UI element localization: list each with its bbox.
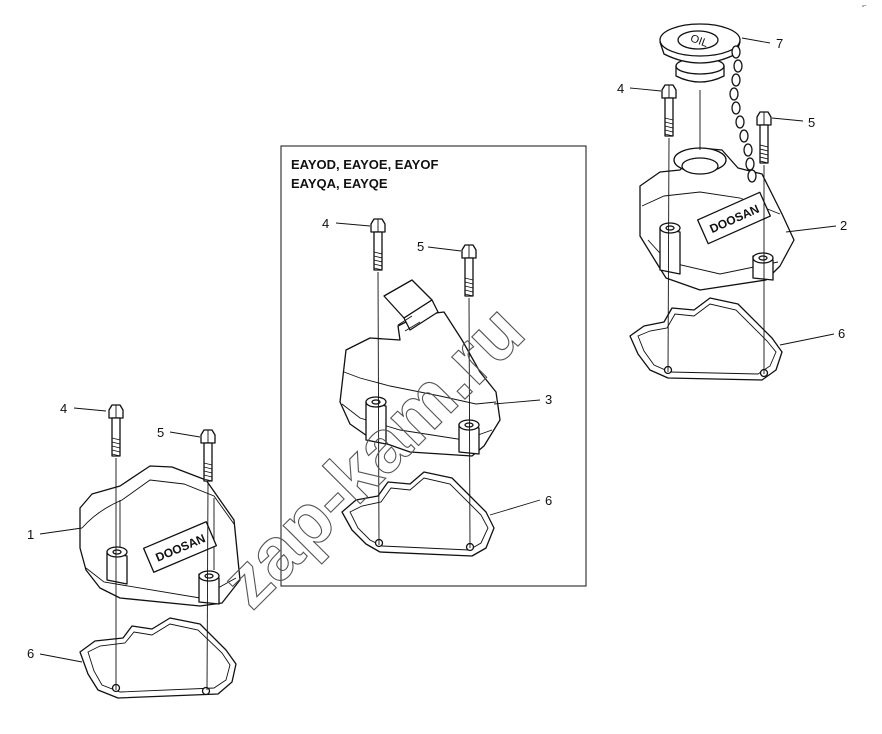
oil-cap-chain xyxy=(729,45,757,183)
corner-mark: ᵃ⁼ xyxy=(862,4,867,10)
leader-lines xyxy=(39,37,837,663)
callout-center-3: 3 xyxy=(545,392,552,407)
right-assembly: DOOSAN OIL xyxy=(629,23,795,381)
right-gasket xyxy=(629,297,783,381)
callout-right-7: 7 xyxy=(776,36,783,51)
inset-title-line-1: EAYOD, EAYOE, EAYOF xyxy=(291,157,438,172)
callouts: 4 5 1 6 4 5 3 6 4 5 7 2 6 xyxy=(27,36,847,661)
callout-center-5: 5 xyxy=(417,239,424,254)
inset-frame xyxy=(280,145,587,587)
callout-center-6: 6 xyxy=(545,493,552,508)
callout-left-1: 1 xyxy=(27,527,34,542)
oil-cap: OIL xyxy=(659,23,741,83)
callout-right-6: 6 xyxy=(838,326,845,341)
right-bolt-4 xyxy=(661,84,677,137)
left-bolt-4 xyxy=(108,404,124,457)
center-assembly xyxy=(339,218,501,557)
inset-title-line-2: EAYQA, EAYQE xyxy=(291,176,388,191)
center-gasket xyxy=(341,471,495,557)
left-gasket xyxy=(79,617,237,699)
callout-center-4: 4 xyxy=(322,216,329,231)
callout-right-5: 5 xyxy=(808,115,815,130)
left-bolt-5 xyxy=(200,429,216,482)
oil-cap-label: OIL xyxy=(689,33,710,50)
callout-right-2: 2 xyxy=(840,218,847,233)
callout-left-4: 4 xyxy=(60,401,67,416)
left-assembly: DOOSAN xyxy=(79,404,241,699)
callout-left-5: 5 xyxy=(157,425,164,440)
callout-left-6: 6 xyxy=(27,646,34,661)
center-bolt-5 xyxy=(461,244,477,297)
center-bolt-4 xyxy=(370,218,386,271)
callout-right-4: 4 xyxy=(617,81,624,96)
right-bolt-5 xyxy=(756,111,772,164)
